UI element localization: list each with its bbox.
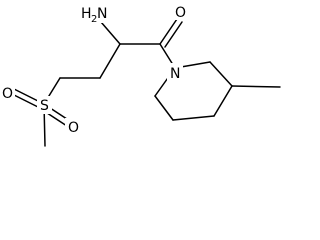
bond-ring-methyl: [231, 85, 281, 88]
bond-calpha-amine: [100, 21, 121, 45]
amine-hydrogen-label: H: [81, 6, 92, 22]
bond-layer: [11, 18, 281, 147]
atom-sulfonyl-oxygen-bottom: O: [65, 118, 81, 136]
bond-ring-c5-c6: [154, 95, 174, 121]
atom-carbonyl-oxygen: O: [172, 2, 188, 21]
bond-ring-c3-c4: [213, 85, 233, 117]
bond-carbonyl-double-b: [164, 21, 183, 48]
sulfonyl-oxygen-left-label: O: [2, 86, 13, 102]
atom-amine: H 2 N: [79, 3, 107, 25]
ring-nitrogen-label: N: [170, 66, 180, 82]
amine-subscript-label: 2: [91, 14, 97, 25]
atom-sulfur: S: [37, 96, 52, 114]
sulfonyl-oxygen-bottom-label: O: [68, 120, 79, 136]
carbonyl-oxygen-label: O: [175, 5, 186, 21]
atom-ring-nitrogen: N: [167, 63, 183, 82]
atom-sulfonyl-oxygen-left: O: [0, 84, 15, 102]
bond-ring-c2-c3: [209, 61, 233, 87]
bond-carbonyl-double-a: [159, 18, 178, 45]
bond-ring-c4-c5: [172, 115, 215, 121]
bond-calpha-cbeta: [99, 43, 121, 79]
sulfur-label: S: [40, 98, 49, 114]
amine-nitrogen-label: N: [97, 6, 107, 22]
molecule-structure: H 2 N O N S O O: [0, 2, 281, 147]
